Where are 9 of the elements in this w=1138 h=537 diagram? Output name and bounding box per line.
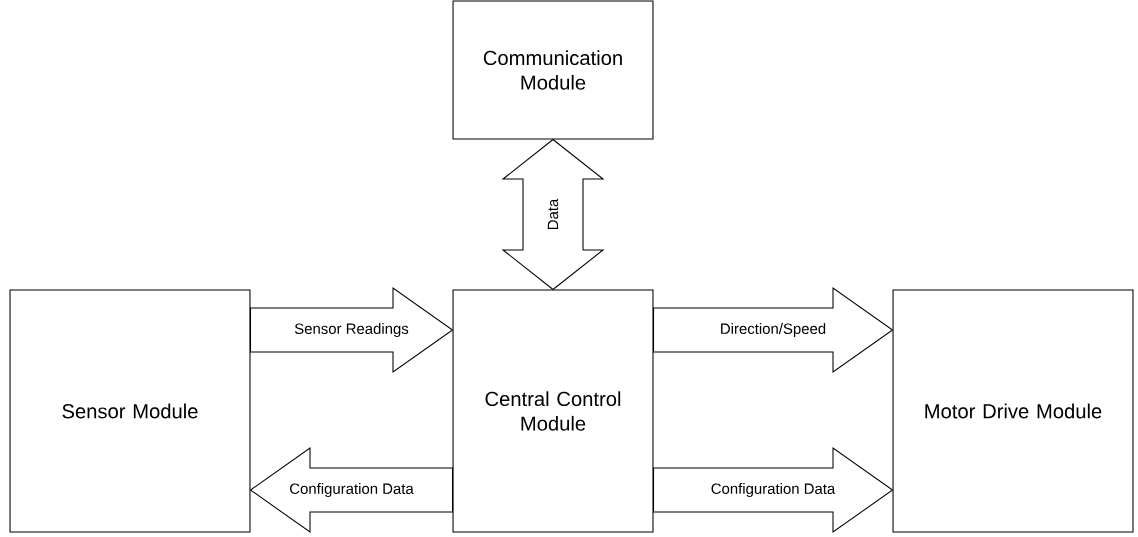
edge-label: Configuration Data: [709, 481, 838, 499]
module-box: Motor Drive Module: [892, 289, 1134, 533]
edge-label: Data: [546, 196, 560, 233]
edge-label: Direction/Speed: [718, 321, 828, 339]
module-box: Sensor Module: [9, 289, 251, 533]
module-box: Central Control Module: [452, 289, 654, 533]
module-box: Communication Module: [452, 0, 654, 140]
edge-label: Sensor Readings: [292, 321, 411, 339]
edge-label: Configuration Data: [287, 481, 416, 499]
